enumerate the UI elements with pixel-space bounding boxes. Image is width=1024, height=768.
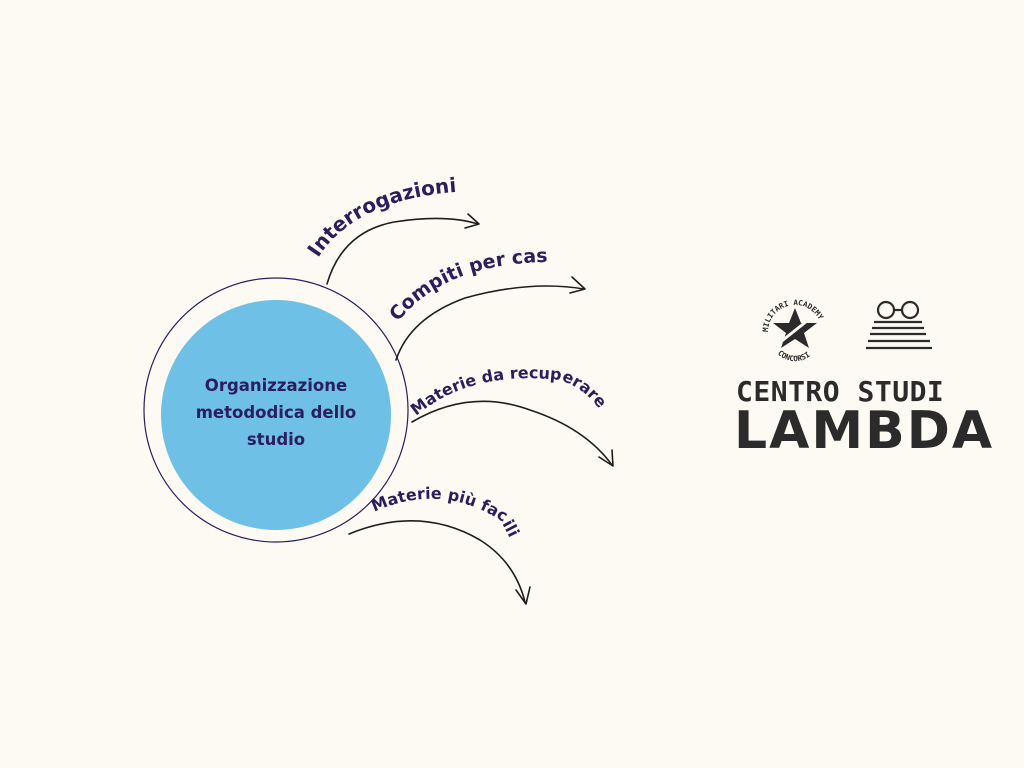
military-academy-badge: MILITARI ACADEMY CONCORSI <box>761 298 826 363</box>
branch-label-interrogazioni: Interrogazioni <box>302 173 457 261</box>
arrow-compiti <box>395 285 585 361</box>
branch-label-facili: Materie più facili <box>368 484 523 540</box>
branch-label-compiti: Compiti per casa <box>0 0 548 325</box>
books-glasses-icon <box>866 300 932 350</box>
arrow-facili <box>348 520 526 603</box>
arrow-interrogazioni <box>326 217 479 285</box>
brand-subtitle: LAMBDA <box>734 401 995 461</box>
center-circle <box>161 300 391 530</box>
arrowhead-interrogazioni <box>464 213 480 229</box>
arrow-recuperare <box>411 400 613 466</box>
badge-bottom-text: CONCORSI <box>776 348 811 363</box>
star-stripe <box>777 315 813 346</box>
arrowhead-recuperare <box>598 449 614 467</box>
brand-title: CENTRO STUDI <box>736 375 945 408</box>
star-icon <box>773 308 817 348</box>
arrowhead-facili <box>515 586 531 605</box>
center-outer-ring <box>143 277 409 543</box>
center-label: Organizzazione metododica dello studio <box>195 376 357 449</box>
arrowhead-compiti <box>569 276 586 294</box>
